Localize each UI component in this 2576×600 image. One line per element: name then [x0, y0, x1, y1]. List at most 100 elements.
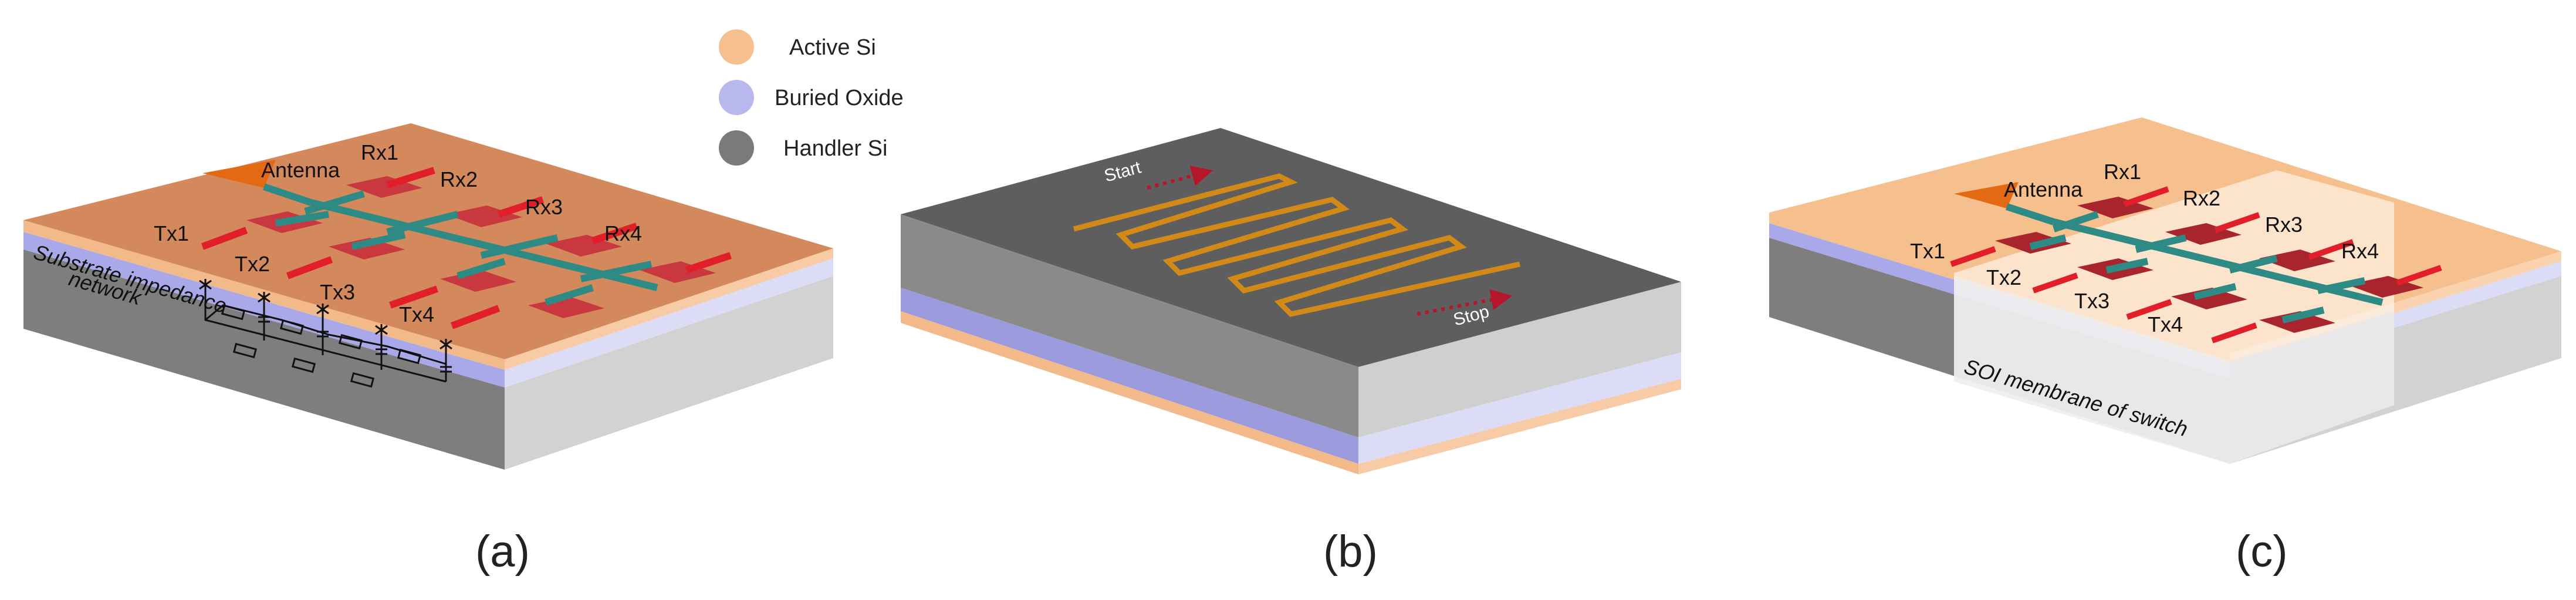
active-side-b: [1358, 379, 1681, 474]
rx-port: [591, 223, 638, 244]
antenna-c: [1954, 182, 2019, 208]
handler-front-b: [901, 214, 1358, 437]
rx-port: [2308, 239, 2354, 260]
tx3-label-a: Tx3: [320, 280, 355, 304]
resistor: [232, 343, 258, 359]
meander-trace: [1073, 173, 1520, 317]
tx4-label-a: Tx4: [399, 302, 434, 326]
rx4-label-c: Rx4: [2341, 239, 2379, 263]
trace-branch: [304, 190, 365, 215]
soi-membrane-side: [2230, 311, 2394, 464]
resistor: [338, 334, 363, 350]
tx-port: [389, 285, 438, 309]
tx-ports-a: [201, 227, 501, 329]
asterisks: [199, 279, 452, 350]
trace-branch: [275, 211, 329, 227]
tx1-label-a: Tx1: [154, 221, 189, 245]
trace-branch: [457, 258, 506, 279]
antenna-feed-c: [2006, 203, 2055, 225]
rx-port: [2396, 265, 2442, 286]
resistor: [291, 358, 316, 373]
legend-swatch-buried-oxide: [719, 80, 754, 115]
start-arrow: [1147, 166, 1213, 190]
active-front-b: [901, 311, 1358, 474]
handler-front-a: [23, 250, 505, 470]
caption-c: (c): [2236, 527, 2288, 577]
legend-label-handler-si: Handler Si: [783, 136, 887, 161]
trace-branch: [2317, 277, 2366, 294]
tx-port: [2126, 299, 2172, 320]
legend-label-active-si: Active Si: [789, 35, 876, 60]
trace-branch: [580, 261, 653, 282]
active-top-a: [23, 123, 833, 359]
resistor: [279, 319, 305, 335]
panel-c: SOI membrane of switch Antenna: [1769, 117, 2561, 577]
tx2-label-c: Tx2: [1986, 265, 2021, 289]
pad: [2171, 288, 2247, 309]
legend-swatch-handler-si: [719, 130, 754, 166]
legend-swatch-active-si: [719, 29, 754, 65]
trace-branch: [2135, 234, 2187, 253]
trace-branch: [2281, 306, 2325, 323]
tx-port: [201, 227, 248, 250]
handler-side-a: [505, 276, 833, 470]
tx-ports-c: [1950, 246, 2257, 343]
oxide-front-b: [901, 288, 1358, 464]
trace-branch: [2105, 258, 2149, 274]
trace-branch: [2229, 255, 2278, 274]
pad: [2259, 311, 2335, 333]
rx-port: [685, 252, 732, 274]
tx-port: [2211, 322, 2257, 343]
tx2-label-a: Tx2: [235, 252, 270, 276]
rx-port: [2214, 212, 2260, 233]
trace-branch: [386, 211, 459, 235]
network-wires: [204, 285, 447, 383]
rx2-label-a: Rx2: [440, 167, 478, 191]
trace-branch: [2053, 211, 2099, 232]
rx3-label-c: Rx3: [2265, 213, 2303, 237]
handler-side-b: [1358, 282, 1681, 437]
rx-port: [498, 196, 544, 218]
rx1-label-c: Rx1: [2104, 160, 2141, 184]
rx-ports-a: [386, 167, 732, 274]
capacitors: [258, 316, 452, 373]
soi-membrane-front: [1954, 276, 2230, 464]
antenna-a: [202, 160, 276, 188]
tx4-label-c: Tx4: [2148, 312, 2183, 336]
rx2-label-c: Rx2: [2183, 186, 2220, 210]
rx-port: [2123, 186, 2169, 207]
rx-ports-c: [2123, 186, 2442, 286]
oxide-side-a: [505, 258, 833, 387]
caption-a: (a): [475, 527, 530, 577]
trace-branch: [480, 234, 559, 259]
tx3-label-c: Tx3: [2074, 289, 2110, 313]
antenna-feed-a: [263, 183, 312, 206]
panel-b: Start Stop (b): [901, 128, 1681, 577]
tx-port: [1950, 246, 1996, 267]
tx1-label-c: Tx1: [1910, 239, 1945, 263]
pad: [329, 238, 405, 259]
impedance-network: [199, 279, 452, 388]
rx4-label-a: Rx4: [604, 221, 642, 245]
trace-branch: [545, 284, 594, 306]
oxide-side-b: [1358, 352, 1681, 464]
caption-b: (b): [1323, 527, 1378, 577]
rx-port: [386, 167, 435, 188]
traces-a: [275, 190, 658, 306]
tx-port: [286, 256, 333, 279]
panel-a: Antenna: [23, 123, 833, 577]
tx-port: [2032, 272, 2078, 294]
resistor: [397, 349, 422, 365]
legend: Active Si Buried Oxide Handler Si: [719, 29, 904, 166]
resistor: [350, 372, 375, 388]
active-side-a: [505, 248, 833, 370]
trace-branch: [2193, 283, 2237, 300]
trace-branch: [2029, 234, 2067, 250]
resistor: [221, 305, 246, 321]
trace-branch: [351, 231, 406, 250]
stop-arrow: [1417, 289, 1513, 316]
traces-c: [2029, 211, 2384, 323]
antenna-label-a: Antenna: [261, 158, 340, 182]
rx1-label-a: Rx1: [361, 140, 398, 164]
